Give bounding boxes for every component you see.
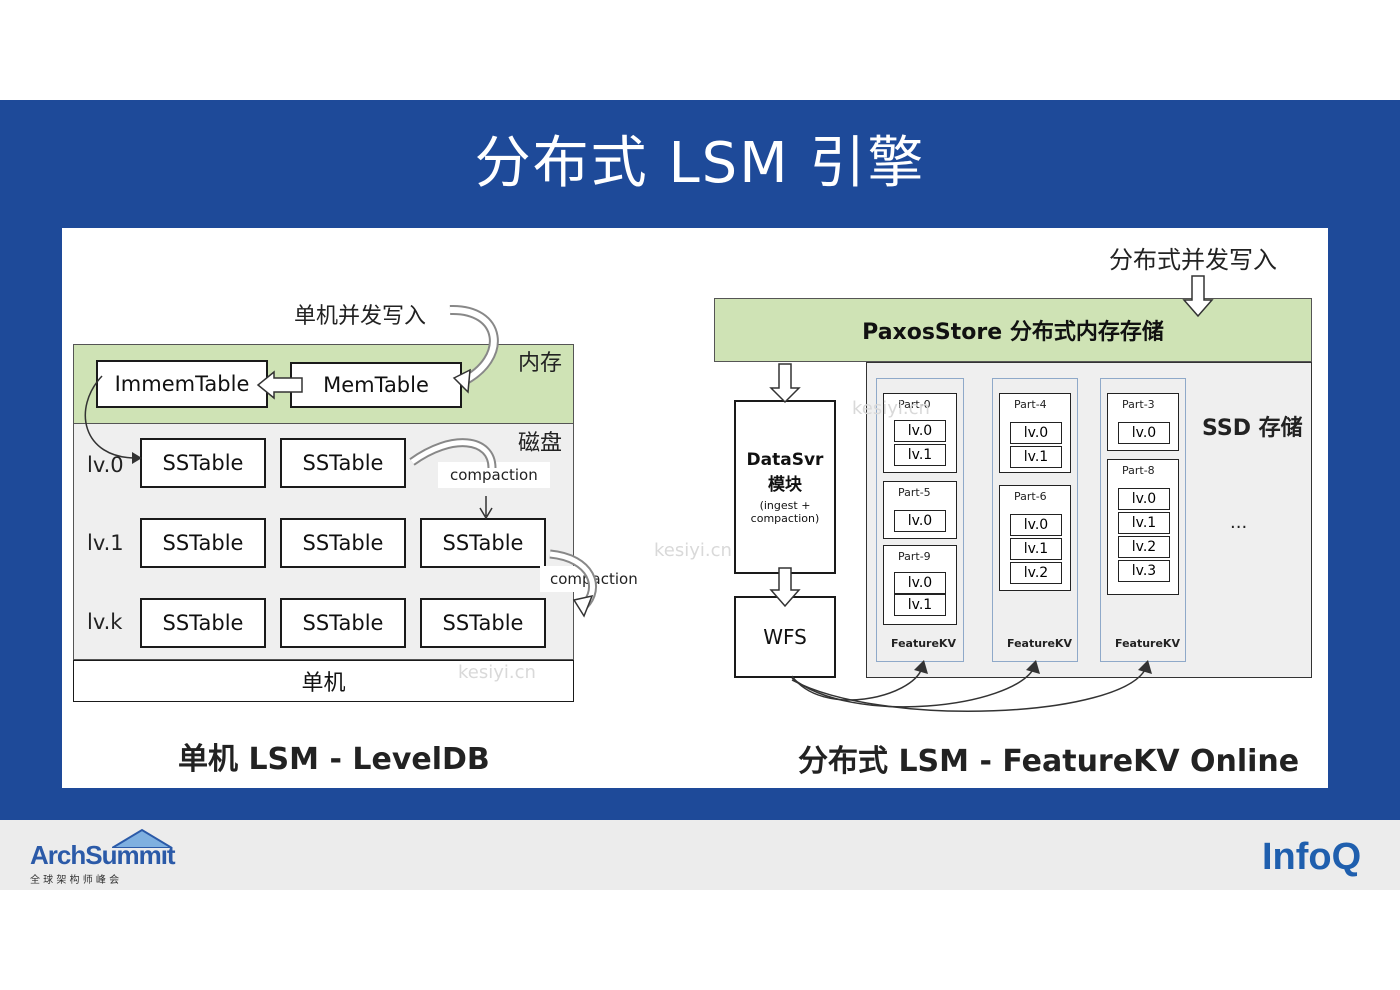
immemtable-box: ImmemTable <box>96 360 268 408</box>
archsummit-logo: ArchSummit 全 球 架 构 师 峰 会 <box>30 828 176 886</box>
sstable-label: SSTable <box>162 451 244 475</box>
part-label: Part-9 <box>898 550 931 563</box>
sstable-label: SSTable <box>162 531 244 555</box>
flush-arrow-icon <box>84 375 137 459</box>
level-box: lv.0 <box>1010 422 1062 444</box>
level-box: lv.1 <box>894 594 946 616</box>
level-label-k: lv.k <box>87 610 123 634</box>
level-box: lv.0 <box>1010 514 1062 536</box>
part-label: Part-4 <box>1014 398 1047 411</box>
sstable-label: SSTable <box>442 531 524 555</box>
sstable-lvk-3: SSTable <box>420 598 546 648</box>
level-box: lv.1 <box>1010 446 1062 468</box>
left-caption: 单机 LSM - LevelDB <box>178 742 490 777</box>
datasvr-title: DataSvr <box>746 449 824 470</box>
level-label-0: lv.0 <box>87 453 124 477</box>
paxosstore-bar: PaxosStore 分布式内存存储 <box>714 298 1312 362</box>
sstable-lv1-2: SSTable <box>280 518 406 568</box>
datasvr-note1: (ingest + <box>759 498 811 512</box>
part-box: Part-9 lv.0 lv.1 <box>883 545 957 625</box>
ssd-label: SSD 存储 <box>1202 416 1303 441</box>
immemtable-label: ImmemTable <box>114 372 250 396</box>
memtable-label: MemTable <box>323 373 429 397</box>
machine-label: 单机 <box>301 671 346 696</box>
watermark: kesiyi.cn <box>852 398 930 419</box>
sstable-lv0-2: SSTable <box>280 438 406 488</box>
wfs-box: WFS <box>734 596 836 678</box>
sstable-lv1-1: SSTable <box>140 518 266 568</box>
part-label: Part-5 <box>898 486 931 499</box>
compaction-label-1: compaction <box>438 462 550 488</box>
left-write-label: 单机并发写入 <box>294 304 427 329</box>
sstable-lvk-1: SSTable <box>140 598 266 648</box>
watermark: kesiyi.cn <box>458 662 536 683</box>
diagram-panel: 单机 单机并发写入 内存 磁盘 ImmemTable MemTable lv.0… <box>62 228 1328 788</box>
sstable-label: SSTable <box>302 611 384 635</box>
sstable-lv1-3: SSTable <box>420 518 546 568</box>
level-box: lv.2 <box>1010 562 1062 584</box>
distributed-write-arrow-icon <box>1182 275 1214 318</box>
datasvr-box: DataSvr 模块 (ingest + compaction) <box>734 400 836 574</box>
datasvr-note2: compaction) <box>750 511 820 525</box>
featurekv-node-2: Part-4 lv.0 lv.1 Part-6 lv.0 lv.1 lv.2 F… <box>992 378 1078 662</box>
part-box: Part-4 lv.0 lv.1 <box>999 393 1071 473</box>
memtable-box: MemTable <box>290 362 462 408</box>
part-box: Part-8 lv.0 lv.1 lv.2 lv.3 <box>1107 459 1179 595</box>
wfs-to-featurekv-arrow-icon <box>791 667 923 701</box>
ssd-ellipsis: ... <box>1230 512 1248 533</box>
level-box: lv.3 <box>1118 560 1170 582</box>
part-label: Part-8 <box>1122 464 1155 477</box>
level-box: lv.1 <box>894 444 946 466</box>
left-arrows <box>84 304 598 618</box>
memory-label: 内存 <box>518 351 563 376</box>
paxosstore-label: PaxosStore 分布式内存存储 <box>862 320 1164 345</box>
sstable-label: SSTable <box>442 611 524 635</box>
paxos-to-datasvr-arrow-icon <box>769 363 801 404</box>
part-box: Part-5 lv.0 <box>883 481 957 539</box>
sstable-lv0-1: SSTable <box>140 438 266 488</box>
level-box: lv.2 <box>1118 536 1170 558</box>
footer-bar <box>0 820 1400 890</box>
featurekv-label: FeatureKV <box>1115 637 1180 650</box>
level-box: lv.0 <box>894 510 946 532</box>
part-label: Part-0 <box>898 398 931 411</box>
level-box: lv.0 <box>894 420 946 442</box>
sstable-lvk-2: SSTable <box>280 598 406 648</box>
part-label: Part-3 <box>1122 398 1155 411</box>
datasvr-sub: 模块 <box>768 474 802 495</box>
level-label-1: lv.1 <box>87 531 124 555</box>
part-box: Part-0 lv.0 lv.1 <box>883 393 957 473</box>
archsummit-subtitle: 全 球 架 构 师 峰 会 <box>30 875 120 886</box>
wfs-label: WFS <box>763 625 807 649</box>
level-box: lv.0 <box>1118 422 1170 444</box>
datasvr-to-wfs-arrow-icon <box>769 567 801 608</box>
sstable-label: SSTable <box>302 531 384 555</box>
sstable-label: SSTable <box>302 451 384 475</box>
machine-bar: 单机 <box>73 660 574 702</box>
level-box: lv.0 <box>1118 488 1170 510</box>
memtable-to-immem-arrow-icon <box>256 370 303 400</box>
featurekv-node-1: Part-0 lv.0 lv.1 Part-5 lv.0 Part-9 lv.0… <box>876 378 964 662</box>
infoq-logo: InfoQ <box>1262 836 1362 878</box>
watermark: kesiyi.cn <box>654 540 732 561</box>
slide-title: 分布式 LSM 引擎 <box>474 131 926 196</box>
featurekv-label: FeatureKV <box>1007 637 1072 650</box>
part-box: Part-6 lv.0 lv.1 lv.2 <box>999 485 1071 591</box>
featurekv-node-3: Part-3 lv.0 Part-8 lv.0 lv.1 lv.2 lv.3 F… <box>1100 378 1186 662</box>
right-write-label: 分布式并发写入 <box>1109 246 1277 274</box>
right-caption: 分布式 LSM - FeatureKV Online <box>798 744 1300 779</box>
archsummit-peak-icon <box>112 828 172 848</box>
featurekv-label: FeatureKV <box>891 637 956 650</box>
level-box: lv.1 <box>1010 538 1062 560</box>
sstable-label: SSTable <box>162 611 244 635</box>
level-box: lv.0 <box>894 572 946 594</box>
part-box: Part-3 lv.0 <box>1107 393 1179 451</box>
right-arrows <box>769 275 1214 712</box>
part-label: Part-6 <box>1014 490 1047 503</box>
level-box: lv.1 <box>1118 512 1170 534</box>
disk-label: 磁盘 <box>518 431 563 456</box>
